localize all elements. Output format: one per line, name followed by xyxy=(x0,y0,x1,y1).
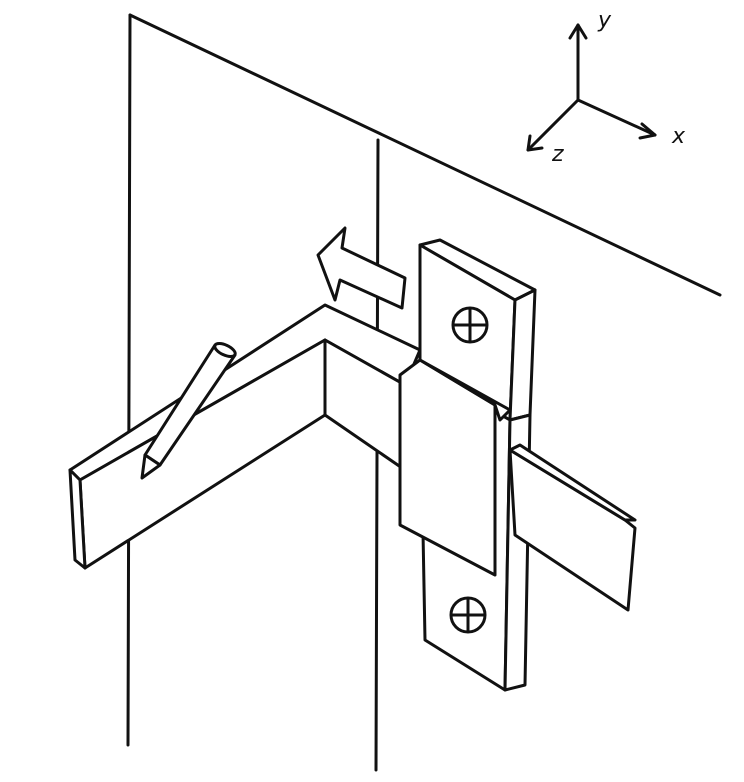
l-bracket xyxy=(68,303,422,570)
axis-triad-icon xyxy=(526,23,657,152)
wall-left-edge xyxy=(126,13,132,747)
direction-arrow-icon xyxy=(316,226,407,310)
pencil-icon xyxy=(140,342,237,480)
wall-top-edge xyxy=(128,13,722,297)
x-axis-label: x xyxy=(672,124,686,149)
wall-corner-edge xyxy=(374,138,380,772)
wall xyxy=(126,13,722,772)
y-axis-label: y xyxy=(598,8,612,33)
mounting-plate xyxy=(398,238,637,692)
z-axis-label: z xyxy=(552,142,564,167)
